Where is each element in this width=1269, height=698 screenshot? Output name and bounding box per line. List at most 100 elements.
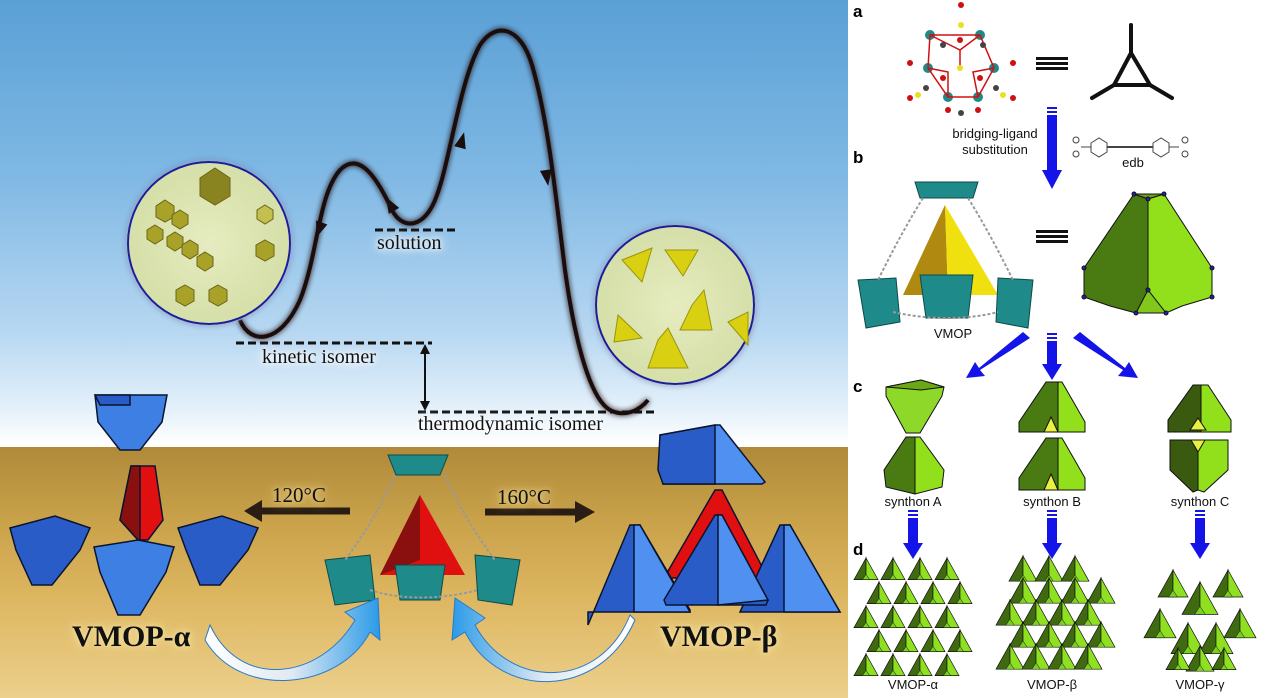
triangular-crystals [613, 247, 749, 369]
framework-unit [1060, 576, 1090, 604]
vmop-alpha-framework [853, 556, 973, 676]
framework-alpha-label: VMOP-α [887, 677, 939, 692]
vmop-label: VMOP [933, 326, 973, 341]
schematic-panel: a b c d bridging-ligand substitution edb… [848, 0, 1269, 698]
framework-unit [853, 652, 879, 676]
framework-unit [907, 604, 933, 628]
framework-unit [1008, 620, 1038, 648]
framework-unit [920, 628, 946, 652]
framework-unit [1185, 644, 1215, 672]
framework-unit [1157, 568, 1189, 598]
framework-unit [1073, 598, 1103, 626]
energy-landscape-panel: solution kinetic isomer thermodynamic is… [0, 0, 848, 698]
framework-unit [866, 628, 892, 652]
framework-unit [934, 604, 960, 628]
octahedral-crystals [146, 167, 275, 307]
solution-label: solution [377, 232, 442, 254]
framework-unit [934, 556, 960, 580]
framework-unit [880, 556, 906, 580]
framework-unit [893, 580, 919, 604]
synthon-c-label: synthon C [1170, 494, 1230, 509]
framework-unit [947, 628, 973, 652]
vanadium-cluster-model [907, 2, 1016, 116]
truncated-tetrahedron-model [1081, 191, 1215, 316]
framework-unit [1047, 598, 1077, 626]
equivalence-symbol-a [1036, 57, 1068, 70]
vmop-gamma-framework [1143, 568, 1257, 672]
framework-unit [1021, 598, 1051, 626]
thermodynamic-isomer-label: thermodynamic isomer [418, 413, 603, 435]
framework-unit [880, 604, 906, 628]
arrow-120c [244, 500, 350, 522]
equivalence-symbol-b [1036, 230, 1068, 243]
framework-unit [1211, 646, 1237, 670]
framework-unit [947, 580, 973, 604]
panel-label-c: c [853, 377, 863, 396]
curve-arrow-solution-up [386, 197, 400, 214]
framework-gamma-label: VMOP-γ [1175, 677, 1225, 692]
framework-unit [1073, 642, 1103, 670]
edb-label: edb [1122, 155, 1144, 170]
framework-unit [934, 652, 960, 676]
kinetic-isomer-label: kinetic isomer [262, 346, 376, 368]
curve-arrow-left-descent [316, 220, 328, 238]
framework-beta-label: VMOP-β [1026, 677, 1078, 692]
framework-unit [853, 604, 879, 628]
panel-label-b: b [853, 148, 864, 167]
energy-gap-arrow [420, 344, 430, 411]
synthon-c-model [1167, 384, 1232, 493]
framework-unit [995, 642, 1025, 670]
energy-landscape-graphics [9, 28, 842, 683]
framework-unit [1047, 642, 1077, 670]
framework-unit [1165, 646, 1191, 670]
framework-unit [907, 652, 933, 676]
framework-unit [1086, 576, 1116, 604]
curve-arrow-barrier-down [539, 169, 552, 186]
edb-ligand-structure [1072, 136, 1189, 158]
synthon-a-model [883, 379, 945, 495]
schematic-graphics [853, 2, 1257, 676]
synthon-b-model [1018, 381, 1086, 491]
triangle-node-symbol [1090, 23, 1174, 100]
framework-unit [995, 598, 1025, 626]
vmop-cage-structure [324, 454, 521, 606]
temperature-160-label: 160°C [497, 485, 551, 509]
framework-unit [1086, 620, 1116, 648]
vmop-beta-label: VMOP-β [660, 620, 778, 653]
framework-unit [893, 628, 919, 652]
curved-arrow-alpha-to-cage [204, 597, 381, 681]
curved-arrow-beta-to-cage [451, 597, 636, 683]
synthon-a-label: synthon A [884, 494, 942, 509]
framework-unit [1143, 607, 1177, 639]
temperature-120-label: 120°C [272, 483, 326, 507]
framework-unit [907, 556, 933, 580]
framework-unit [1181, 580, 1219, 615]
arrow-160c [485, 501, 595, 523]
framework-unit [1212, 568, 1244, 598]
vmop-beta-packing [587, 424, 842, 626]
framework-unit [920, 580, 946, 604]
vmop-alpha-label: VMOP-α [72, 620, 191, 653]
branch-arrows [966, 332, 1138, 380]
panel-label-d: d [853, 540, 864, 559]
down-arrow-substitution [1042, 107, 1062, 189]
framework-unit [866, 580, 892, 604]
framework-unit [880, 652, 906, 676]
down-arrows-to-frameworks [903, 510, 1210, 559]
synthon-b-label: synthon B [1023, 494, 1081, 509]
framework-unit [1060, 620, 1090, 648]
vmop-beta-framework [995, 554, 1116, 670]
vmop-cage-model [857, 181, 1034, 329]
framework-unit [1198, 621, 1234, 654]
framework-unit [1034, 576, 1064, 604]
panel-label-a: a [853, 2, 863, 21]
vmop-alpha-packing [9, 394, 260, 616]
framework-unit [853, 556, 879, 580]
step-label-line1: bridging-ligand [952, 126, 1038, 141]
framework-unit [1223, 607, 1257, 639]
framework-unit [1021, 642, 1051, 670]
framework-unit [1008, 554, 1038, 582]
framework-unit [1008, 576, 1038, 604]
framework-unit [1034, 620, 1064, 648]
curve-arrow-barrier-up [454, 132, 466, 150]
